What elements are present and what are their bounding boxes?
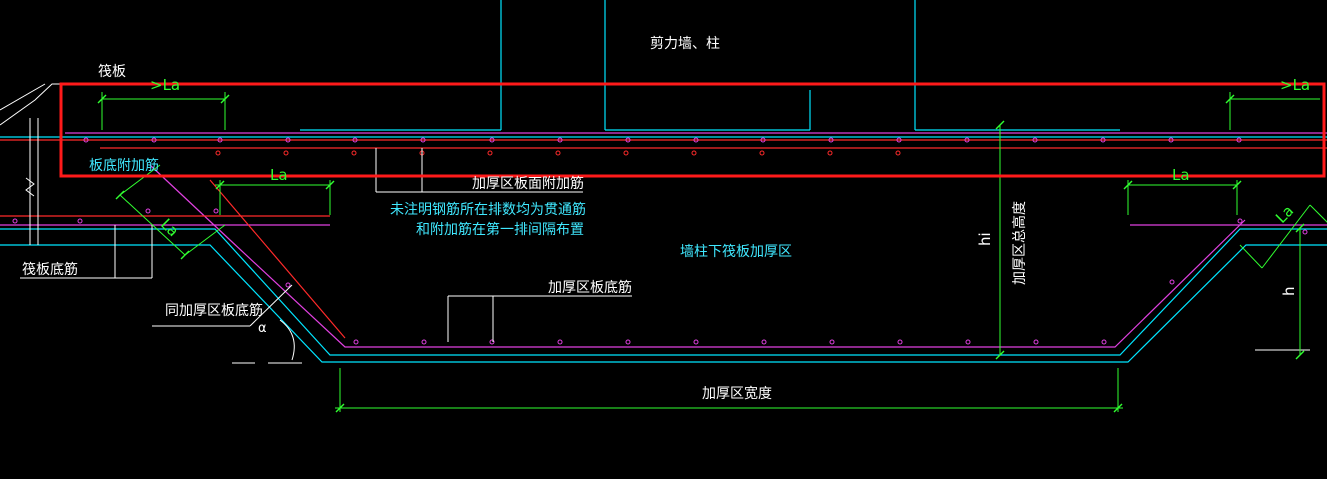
thick-bottom-label: 加厚区板底筋 — [548, 279, 632, 296]
thick-zone-label: 墙柱下筏板加厚区 — [680, 243, 792, 260]
red-rebar — [0, 139, 1327, 339]
same-thick-bottom-label: 同加厚区板底筋 — [165, 302, 263, 319]
hi-label: hi — [976, 232, 994, 246]
la-slope-left: La — [157, 215, 182, 240]
board-bottom-extra-label: 板底附加筋 — [89, 157, 159, 174]
shear-wall-label: 剪力墙、柱 — [650, 36, 720, 52]
highlight-box — [59, 82, 1326, 178]
note-line-2: 和附加筋在第一排间隔布置 — [416, 221, 584, 238]
dimension-lines — [101, 92, 1327, 412]
la-top-left: >La — [150, 76, 180, 94]
alpha-label: α — [258, 321, 267, 336]
la-top-right: >La — [1280, 76, 1310, 94]
thick-width-label: 加厚区宽度 — [702, 385, 772, 402]
la-left: La — [270, 166, 288, 184]
thick-total-height-label: 加厚区总高度 — [1011, 201, 1028, 285]
h-label: h — [1280, 286, 1298, 296]
thick-top-extra-label: 加厚区板面附加筋 — [472, 175, 584, 192]
raft-label: 筏板 — [98, 63, 126, 80]
wall-lines — [0, 0, 1327, 363]
raft-bottom-label: 筏板底筋 — [22, 261, 78, 278]
white-lines — [0, 83, 1310, 364]
dimension-ticks — [97, 94, 1305, 413]
la-right: La — [1172, 166, 1190, 184]
note-line-1: 未注明钢筋所在排数均为贯通筋 — [390, 201, 586, 218]
la-slope-right: La — [1272, 202, 1297, 227]
